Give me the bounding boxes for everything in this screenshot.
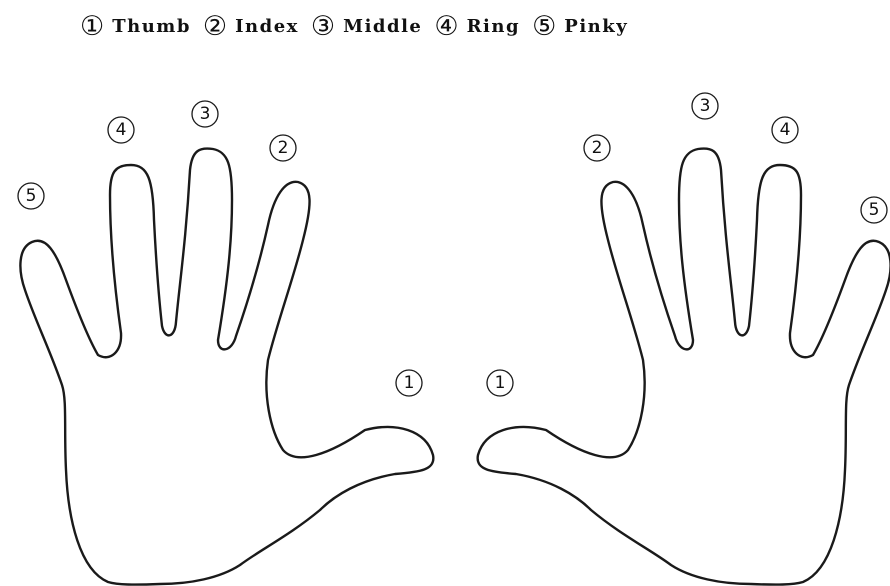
left-marker-ring: 4	[108, 117, 134, 143]
right-hand-outline	[478, 148, 890, 584]
right-hand	[478, 148, 890, 584]
left-hand: 5 4 3 2 1	[18, 101, 433, 585]
right-marker-ring: 4	[772, 117, 798, 143]
svg-text:2: 2	[592, 138, 603, 158]
svg-text:5: 5	[869, 200, 880, 220]
right-marker-middle: 3	[692, 93, 718, 119]
left-marker-index: 2	[270, 135, 296, 161]
svg-text:4: 4	[780, 120, 791, 140]
svg-text:4: 4	[116, 120, 127, 140]
svg-text:2: 2	[278, 138, 289, 158]
svg-text:5: 5	[26, 186, 37, 206]
svg-text:1: 1	[404, 373, 415, 393]
right-marker-pinky: 5	[861, 197, 887, 223]
right-marker-index: 2	[584, 135, 610, 161]
svg-text:3: 3	[700, 96, 711, 116]
left-hand-outline	[20, 148, 433, 584]
left-marker-pinky: 5	[18, 183, 44, 209]
svg-text:1: 1	[495, 373, 506, 393]
left-marker-thumb: 1	[396, 370, 422, 396]
svg-text:3: 3	[200, 104, 211, 124]
right-marker-thumb: 1	[487, 370, 513, 396]
left-marker-middle: 3	[192, 101, 218, 127]
